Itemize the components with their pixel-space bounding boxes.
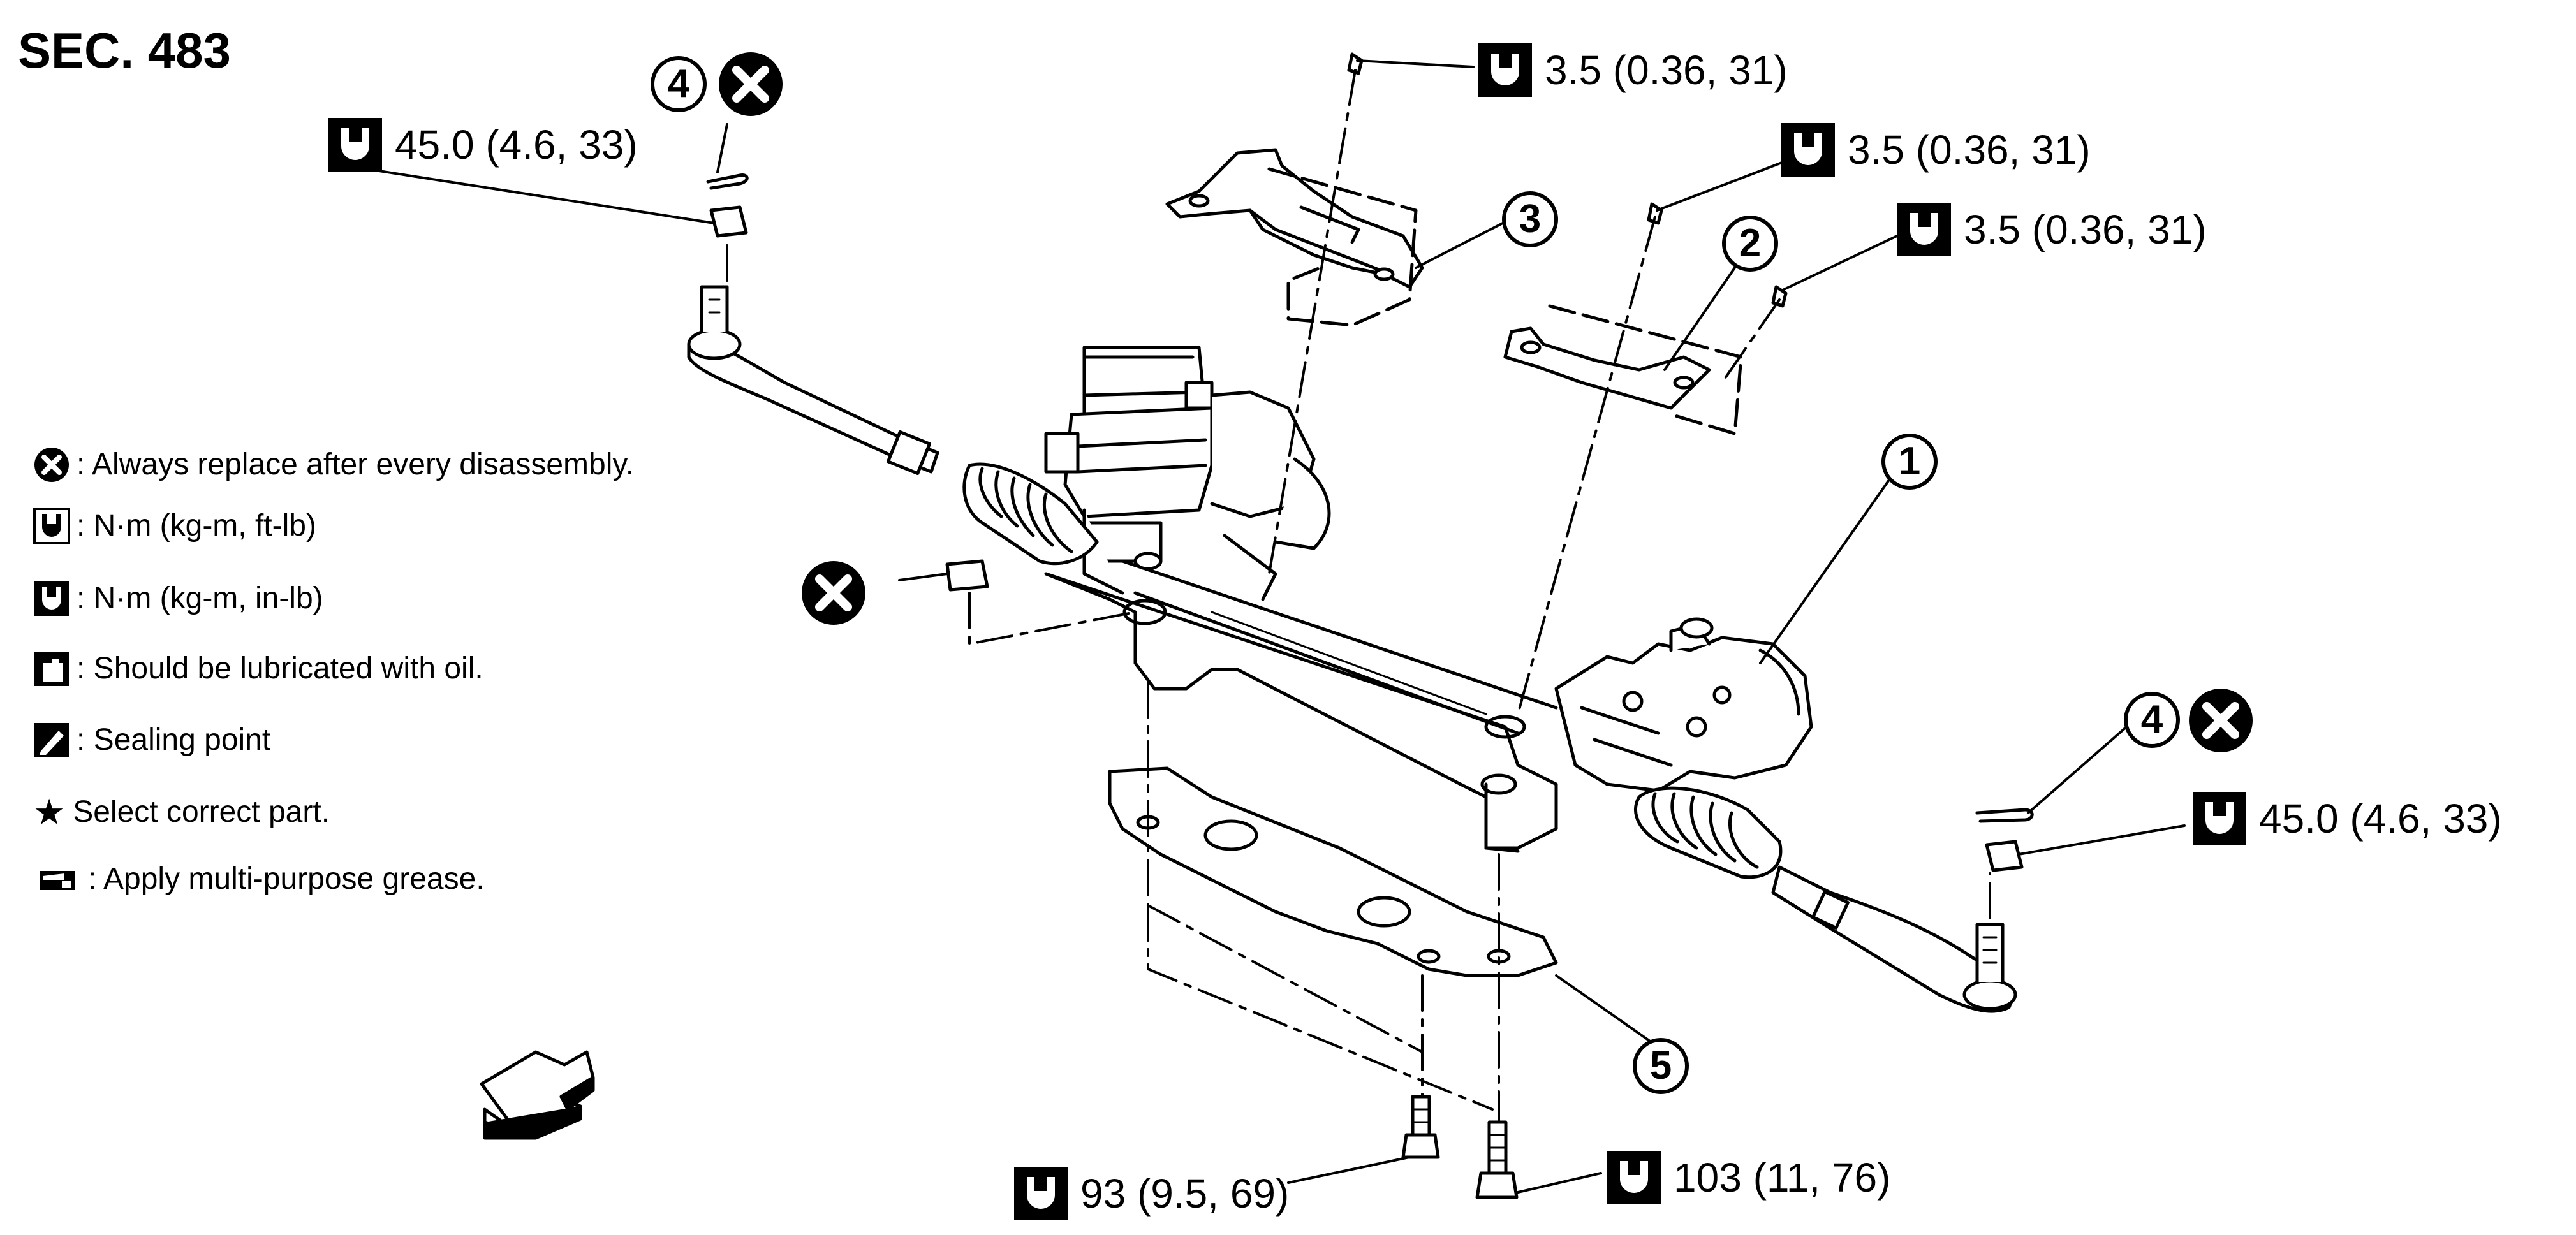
callout-4-right: 4 [2124, 692, 2180, 748]
bracket-3 [1165, 148, 1424, 289]
leader-lines [337, 59, 2186, 1194]
legend-replace: : Always replace after every disassembly… [33, 446, 634, 483]
callout-5: 5 [1633, 1038, 1689, 1094]
torque-spec-left-tie-rod: 45.0 (4.6, 33) [328, 118, 638, 172]
right-tie-rod [1771, 865, 2017, 1013]
eps-motor-ecu [1044, 346, 1331, 601]
replace-x-icon [34, 448, 69, 482]
torque-spec-bolt-right: 103 (11, 76) [1607, 1151, 1890, 1204]
torque-value: 3.5 (0.36, 31) [1848, 127, 2091, 173]
callout-3: 3 [1502, 191, 1558, 247]
torque-value: 45.0 (4.6, 33) [2259, 796, 2502, 842]
legend-text: : Sealing point [77, 723, 271, 757]
legend-oil: : Should be lubricated with oil. [33, 650, 483, 687]
torque-spec-bracket-right: 3.5 (0.36, 31) [1897, 203, 2207, 256]
torque-wrench-ftlb-icon [2193, 792, 2246, 845]
torque-wrench-inlb-icon [1478, 43, 1532, 97]
torque-wrench-inlb-icon [1897, 203, 1951, 256]
legend-text: : N·m (kg-m, in-lb) [77, 581, 323, 615]
legend-grease: : Apply multi-purpose grease. [33, 861, 485, 898]
torque-value: 3.5 (0.36, 31) [1545, 47, 1788, 93]
torque-wrench-ftlb-icon [328, 118, 382, 172]
legend-text: Select correct part. [73, 795, 330, 829]
replace-x-icon [802, 561, 865, 625]
lower-bolt-left [1401, 1095, 1440, 1159]
right-nut-and-cotter-pin [1975, 808, 2034, 872]
section-title: SEC. 483 [18, 22, 231, 78]
legend-select-part: ★ Select correct part. [33, 794, 330, 830]
torque-wrench-ftlb-icon [1607, 1151, 1661, 1204]
callout-2: 2 [1722, 216, 1778, 272]
bracket-2 [1503, 326, 1711, 410]
replace-x-icon [2189, 689, 2253, 752]
torque-spec-right-tie-rod: 45.0 (4.6, 33) [2193, 792, 2502, 845]
torque-wrench-ftlb-icon [33, 508, 70, 544]
torque-value: 3.5 (0.36, 31) [1964, 207, 2207, 252]
front-direction-arrow-icon [480, 1050, 595, 1140]
lower-bolt-right [1475, 1120, 1519, 1199]
torque-value: 93 (9.5, 69) [1080, 1171, 1290, 1217]
torque-value: 103 (11, 76) [1674, 1155, 1891, 1201]
legend-text: : Always replace after every disassembly… [77, 448, 635, 481]
torque-spec-bracket-top: 3.5 (0.36, 31) [1478, 43, 1788, 97]
legend-text: : Apply multi-purpose grease. [88, 862, 485, 896]
callout-1: 1 [1881, 434, 1938, 490]
steering-rack-housing [1044, 559, 1558, 853]
left-nut-and-cotter-pin [706, 173, 749, 238]
torque-spec-bolt-left: 93 (9.5, 69) [1014, 1167, 1289, 1220]
torque-value: 45.0 (4.6, 33) [395, 122, 638, 168]
star-icon: ★ [33, 792, 66, 832]
callout-4-left: 4 [651, 56, 707, 112]
sealing-point-icon [34, 723, 69, 757]
pinion-gear-housing [1554, 617, 1813, 793]
alignment-lines [726, 69, 1991, 1123]
right-bellows-boot [1633, 786, 1783, 879]
oil-can-icon [34, 652, 69, 686]
legend-torque-inlb: : N·m (kg-m, in-lb) [33, 580, 323, 617]
legend-text: : Should be lubricated with oil. [77, 652, 483, 685]
left-bellows-boot [962, 462, 1099, 566]
mounting-plate-5 [1108, 766, 1558, 977]
left-tie-rod [687, 285, 939, 476]
torque-wrench-inlb-icon [1781, 123, 1835, 177]
torque-wrench-inlb-icon [34, 581, 69, 616]
grease-icon [40, 871, 75, 890]
legend-torque-ftlb: : N·m (kg-m, ft-lb) [33, 508, 316, 544]
legend-text: : N·m (kg-m, ft-lb) [77, 509, 316, 543]
torque-spec-bracket-mid: 3.5 (0.36, 31) [1781, 123, 2091, 177]
legend-sealing: : Sealing point [33, 722, 270, 759]
torque-wrench-ftlb-icon [1014, 1167, 1068, 1220]
replace-nut [945, 559, 989, 592]
replace-x-icon [719, 52, 783, 116]
